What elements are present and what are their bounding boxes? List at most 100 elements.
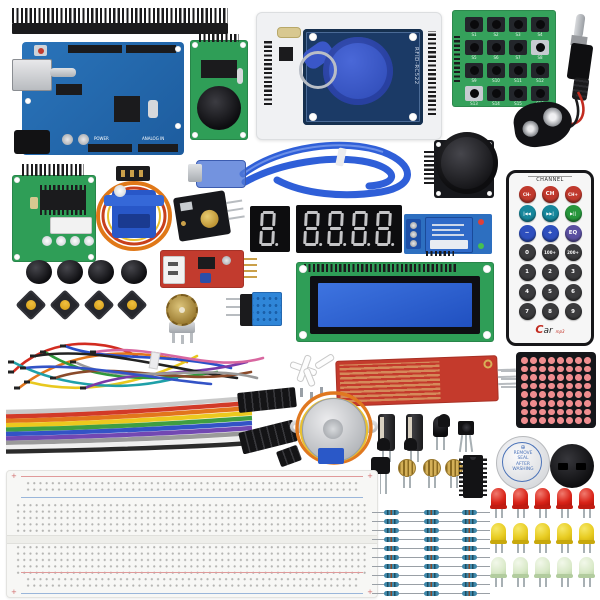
seven-seg-digit: [350, 211, 371, 246]
red-led: [556, 488, 573, 519]
matrix-dot: [584, 357, 591, 364]
resistor: [450, 544, 490, 553]
screw-hole: [409, 33, 417, 41]
matrix-dot: [548, 408, 555, 416]
button-cap: [26, 260, 52, 284]
logo-c: C: [535, 322, 544, 336]
resistor: [372, 580, 412, 589]
resistor: [412, 580, 452, 589]
driver-header: [22, 164, 84, 176]
pad: [483, 359, 493, 369]
joystick-cap: [436, 132, 498, 194]
matrix-dot: [548, 399, 555, 407]
ribbon-stripe: [5, 440, 253, 454]
plug-body: [566, 42, 594, 82]
seven-segment-quad: [296, 205, 402, 253]
snap-terminal: [541, 106, 564, 128]
red-led: [534, 488, 551, 519]
resistor: [372, 571, 412, 580]
keypad-cell: S2: [486, 16, 508, 39]
matrix-dot: [575, 374, 582, 381]
button-cap: [121, 260, 147, 284]
analog-header: [138, 144, 178, 152]
module-pins: [244, 270, 257, 272]
resistor: [412, 553, 452, 562]
mount-hole: [14, 254, 20, 260]
coin-battery: [197, 86, 241, 130]
matrix-dot: [521, 408, 528, 416]
matrix-dot: [566, 417, 573, 424]
keypad-cell: S5: [464, 39, 486, 62]
resistor: [412, 589, 452, 598]
keypad-button: [531, 40, 549, 55]
resistor: [372, 544, 412, 553]
resistor: [372, 562, 412, 571]
matrix-dot: [548, 382, 555, 390]
joystick-pins: [424, 150, 434, 184]
keypad-button: [465, 17, 483, 32]
matrix-dot: [539, 357, 546, 364]
keypad-label: S6: [493, 55, 499, 60]
sensor-pins: [227, 207, 244, 212]
mount-hole: [175, 46, 181, 52]
logo-ar: ar: [543, 325, 553, 336]
keypad-cell: S11: [508, 62, 530, 85]
resistor: [450, 535, 490, 544]
keypad-header: [454, 36, 460, 82]
matrix-dot: [530, 399, 537, 407]
driver-led: [56, 236, 66, 246]
keypad-label: S10: [492, 78, 500, 83]
sticker-symbol: ⊕: [520, 444, 526, 451]
matrix-pins: [501, 378, 516, 380]
resistor: [372, 517, 412, 526]
resistor: [412, 508, 452, 517]
knock-sensor-module: [172, 190, 245, 242]
matrix-dot: [575, 357, 582, 364]
rfid-crystal: [277, 27, 301, 38]
resistor: [412, 544, 452, 553]
jumper-wires: [8, 342, 265, 390]
ribbon-stripe: [5, 415, 253, 432]
lcd1602-display: [296, 262, 494, 342]
keypad-button: [487, 17, 505, 32]
voice-sound-module: [160, 250, 257, 288]
green-led: [534, 557, 551, 588]
sticker-line: REMOVE: [513, 451, 533, 456]
remote-button: +: [541, 224, 559, 242]
mount-hole: [14, 177, 20, 183]
remote-row: −+EQ: [509, 224, 591, 242]
header-body: [12, 23, 228, 34]
servo-flange: [104, 195, 164, 206]
resistor: [412, 535, 452, 544]
seven-seg-digit: [302, 211, 323, 246]
motor-connector: [318, 448, 344, 464]
resistor: [450, 526, 490, 535]
tactile-switch: [15, 289, 47, 321]
remote-button: 7: [518, 303, 536, 321]
matrix-dot: [566, 391, 573, 398]
usb-cable: [239, 141, 411, 199]
motor-boss: [323, 419, 343, 439]
matrix-dot: [539, 374, 546, 381]
servo-horn-arm: [313, 352, 336, 370]
reset-cap: [38, 48, 44, 54]
resistor: [372, 508, 412, 517]
potentiometer: [165, 294, 201, 344]
matrix-pins: [501, 370, 516, 372]
usb-b-connector: [196, 160, 246, 188]
snap-terminal: [521, 119, 540, 138]
keypad-cell: S15: [508, 85, 530, 108]
keypad-button: [531, 63, 549, 78]
plus-mark: +: [367, 588, 373, 596]
matrix-dot: [530, 365, 537, 373]
seven-seg-digit: [326, 211, 347, 246]
mount-hole: [88, 254, 94, 260]
keypad-label: S5: [471, 55, 477, 60]
remote-button: 100+: [541, 244, 559, 262]
ribbon-stripe: [5, 395, 253, 415]
remote-button: ▶||: [564, 205, 582, 223]
yellow-led: [512, 523, 529, 554]
keypad-button: [465, 86, 483, 101]
usb-port: [12, 59, 52, 91]
remote-button: 3: [564, 263, 582, 281]
